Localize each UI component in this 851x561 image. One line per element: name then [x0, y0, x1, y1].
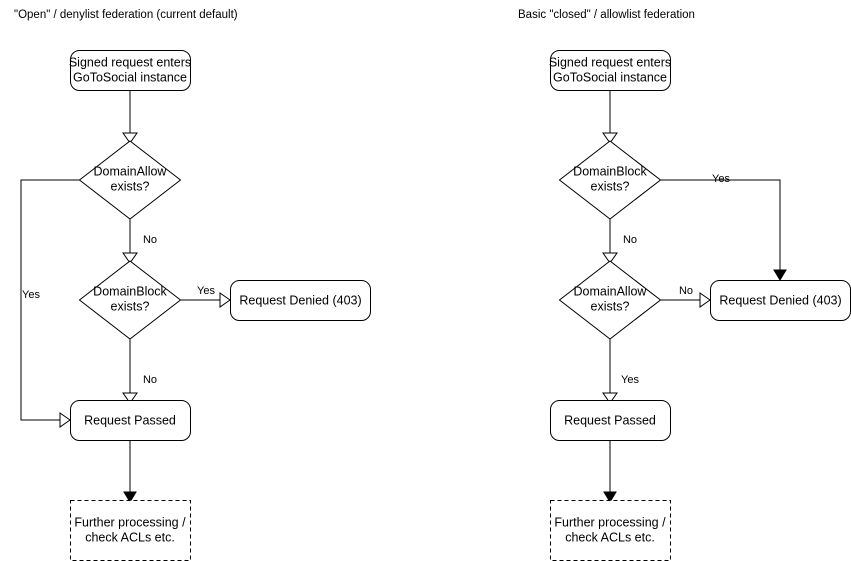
edge-domainallow-no-right: No: [660, 285, 711, 308]
node-entry-left-line1: Signed request enters: [69, 55, 191, 69]
node-further-processing-right[interactable]: Further processing / check ACLs etc.: [550, 500, 671, 561]
arrowhead-filled-icon: [773, 269, 787, 281]
arrowhead-open-icon: [59, 412, 71, 428]
edge-entry-to-domainallow-left: [122, 90, 138, 144]
edge-domainblock-no-left: No: [122, 339, 157, 404]
edge-label-domainblock-no-right: No: [623, 234, 637, 246]
arrowhead-open-icon: [122, 392, 138, 404]
node-decision-domainallow-left[interactable]: DomainAllow exists?: [78, 140, 182, 220]
edge-label-domainallow-no-left: No: [143, 234, 157, 246]
node-decision-domainblock-left-line1: DomainBlock: [93, 284, 167, 298]
node-further-processing-right-line2: check ACLs etc.: [565, 530, 655, 544]
diagram-title-closed-allowlist: Basic "closed" / allowlist federation: [518, 9, 695, 21]
node-decision-domainallow-left-line2: exists?: [111, 179, 150, 193]
node-further-processing-right-line1: Further processing /: [554, 515, 666, 529]
node-request-passed-left[interactable]: Request Passed: [70, 400, 191, 441]
edge-domainallow-yes-left: Yes: [20, 179, 80, 428]
arrowhead-open-icon: [602, 132, 618, 144]
node-further-processing-left-shape: [70, 500, 191, 561]
arrowhead-filled-icon: [123, 491, 137, 503]
node-further-processing-left-line2: check ACLs etc.: [85, 530, 175, 544]
node-decision-domainblock-right[interactable]: DomainBlock exists?: [558, 140, 662, 220]
node-entry-left-line2: GoToSocial instance: [73, 70, 187, 84]
node-further-processing-left[interactable]: Further processing / check ACLs etc.: [70, 500, 191, 561]
node-decision-domainallow-right[interactable]: DomainAllow exists?: [558, 260, 662, 340]
node-further-processing-right-shape: [550, 500, 671, 561]
arrowhead-open-icon: [122, 132, 138, 144]
node-further-processing-left-line1: Further processing /: [74, 515, 186, 529]
node-decision-domainallow-right-line1: DomainAllow: [574, 284, 648, 298]
node-decision-domainblock-right-line1: DomainBlock: [573, 164, 647, 178]
node-decision-domainblock-right-line2: exists?: [591, 179, 630, 193]
edge-label-domainblock-yes-right: Yes: [712, 173, 730, 185]
node-request-passed-right[interactable]: Request Passed: [550, 400, 671, 441]
arrowhead-open-icon: [219, 292, 231, 308]
edge-domainallow-no-left: No: [122, 219, 157, 264]
node-request-denied-left-label: Request Denied (403): [239, 293, 361, 307]
edge-label-domainallow-no-right: No: [679, 285, 693, 297]
arrowhead-filled-icon: [603, 491, 617, 503]
node-decision-domainallow-left-line1: DomainAllow: [94, 164, 168, 178]
edge-entry-to-domainblock-right: [602, 90, 618, 144]
node-entry-right[interactable]: Signed request enters GoToSocial instanc…: [549, 50, 671, 91]
edge-label-domainallow-yes-right: Yes: [621, 374, 639, 386]
node-request-passed-left-label: Request Passed: [84, 413, 176, 427]
node-entry-left[interactable]: Signed request enters GoToSocial instanc…: [69, 50, 191, 91]
diagram-open-denylist: "Open" / denylist federation (current de…: [14, 9, 371, 561]
diagram-title-open-denylist: "Open" / denylist federation (current de…: [14, 9, 238, 21]
edge-label-domainallow-yes-left: Yes: [22, 289, 40, 301]
arrowhead-open-icon: [602, 392, 618, 404]
edge-domainblock-yes-right: Yes: [660, 173, 787, 281]
arrowhead-open-icon: [602, 252, 618, 264]
arrowhead-open-icon: [699, 292, 711, 308]
edge-domainblock-yes-left: Yes: [180, 285, 231, 308]
edge-label-domainblock-yes-left: Yes: [197, 285, 215, 297]
node-decision-domainallow-right-line2: exists?: [591, 299, 630, 313]
edge-domainblock-no-right: No: [602, 219, 637, 264]
diagram-closed-allowlist: Basic "closed" / allowlist federation Si…: [518, 9, 851, 561]
node-decision-domainblock-left-line2: exists?: [111, 299, 150, 313]
edge-passed-to-further-right: [603, 440, 617, 503]
edge-domainallow-yes-right: Yes: [602, 339, 639, 404]
node-request-denied-right[interactable]: Request Denied (403): [710, 280, 851, 321]
edge-passed-to-further-left: [123, 440, 137, 503]
node-request-denied-left-shape: [230, 280, 371, 321]
node-request-passed-right-label: Request Passed: [564, 413, 656, 427]
arrowhead-open-icon: [122, 252, 138, 264]
edge-label-domainblock-no-left: No: [143, 374, 157, 386]
node-entry-right-line2: GoToSocial instance: [553, 70, 667, 84]
node-decision-domainblock-left[interactable]: DomainBlock exists?: [78, 260, 182, 340]
node-request-denied-left[interactable]: Request Denied (403): [230, 280, 371, 321]
node-request-denied-right-label: Request Denied (403): [719, 293, 841, 307]
node-entry-right-line1: Signed request enters: [549, 55, 671, 69]
